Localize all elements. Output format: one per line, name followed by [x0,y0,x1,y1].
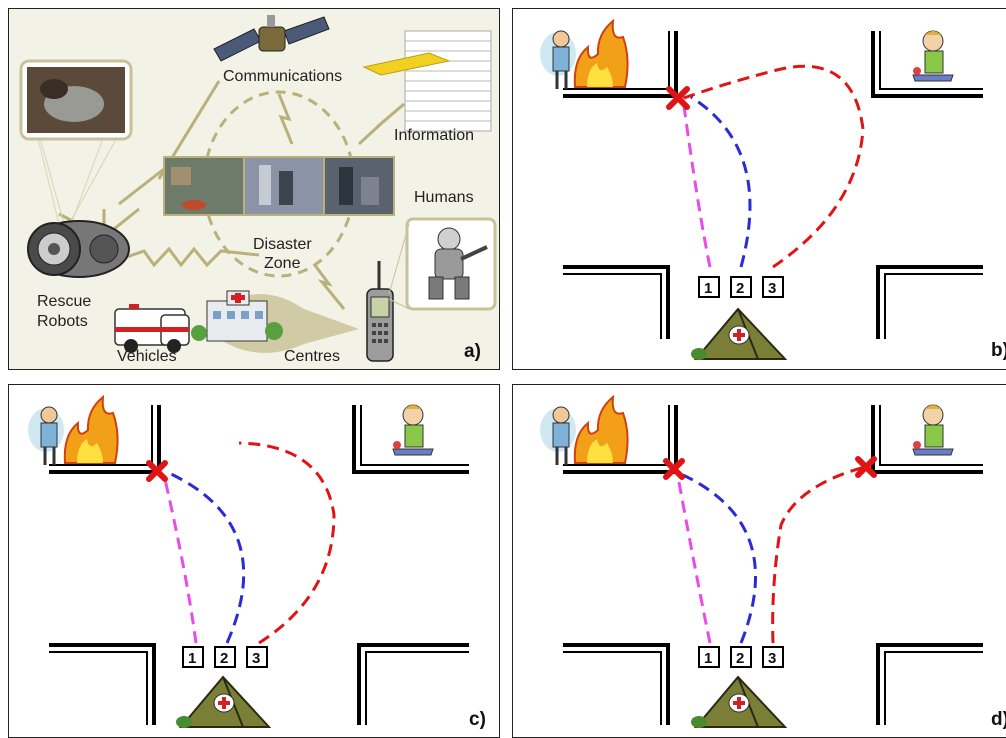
fire-icon [63,394,119,464]
injured-person-icon [28,406,64,465]
link-robot-satellite [118,80,221,206]
robot-number-1: 1 [704,650,712,667]
panel-c-label: c) [469,709,486,730]
robot-box-2 [214,646,236,668]
path-robot-3 [771,465,866,644]
medical-tent-icon [176,675,272,728]
disaster-label-line1: Disaster [253,236,312,253]
robot-number-3: 3 [768,650,776,667]
robot-box-2 [730,276,752,298]
robot-box-1 [698,276,720,298]
disaster-label-line2: Zone [264,255,301,272]
path-robot-1 [676,476,712,644]
information-label: Information [394,127,474,144]
path-robot-2 [168,471,246,644]
fire-icon [573,394,629,464]
panel-d-label: d) [991,709,1006,730]
robot-number-2: 2 [736,650,744,667]
robot-box-1 [698,646,720,668]
target-marker-x-1 [663,458,685,480]
path-robot-2 [690,95,752,268]
robot-box-3 [762,276,784,298]
injured-person-icon [540,30,576,89]
injured-person-icon [540,406,576,465]
centres-label: Centres [284,348,340,365]
medical-tent-icon [691,675,788,728]
rescue-robots-label-line1: Rescue [37,293,91,310]
link-satellite-zone [277,93,294,145]
target-marker-x-2 [855,456,877,478]
robot-number-1: 1 [188,650,196,667]
mobile-phone-icon [366,261,394,362]
target-marker-x [146,460,168,482]
child-icon [392,404,434,456]
ambulance-icon [114,304,190,353]
panel-c-scenario: 1 2 3 c) [8,384,500,738]
robot-box-2 [730,646,752,668]
path-robot-3 [238,441,336,645]
child-icon [912,404,954,456]
robot-number-3: 3 [768,280,776,297]
panel-d-scenario: 1 2 3 d) [512,384,1006,738]
link-zone-info [357,102,405,146]
panel-a-label: a) [464,341,481,362]
robot-number-3: 3 [252,650,260,667]
fire-icon [573,18,629,88]
path-robot-2 [682,473,757,644]
hospital-icon [191,290,283,342]
rescue-robots-label-line2: Robots [37,313,88,330]
link-zone-phone [312,263,346,310]
path-robot-1 [162,474,198,644]
medical-tent-icon [691,307,788,360]
panel-b-label: b) [991,340,1006,361]
robot-box-1 [182,646,204,668]
path-robot-1 [681,98,712,268]
robot-box-3 [762,646,784,668]
robot-number-1: 1 [704,280,712,297]
path-robot-3 [680,64,865,269]
disaster-zone-photos [163,156,395,216]
firefighter-icon [428,227,488,300]
communications-label: Communications [223,68,342,85]
walls-c [49,405,469,725]
robot-number-2: 2 [736,280,744,297]
link-robot-zone [120,246,260,268]
child-icon [912,30,954,82]
information-stack-icon [362,30,492,132]
satellite-icon [213,15,330,62]
target-marker-x [666,86,690,110]
panel-a-disaster-overview: Communications Information Humans Disast… [8,8,500,370]
panel-b-scenario: 1 2 3 b) [512,8,1006,370]
vehicles-label: Vehicles [117,348,177,365]
rescue-robot-icon [27,220,130,278]
robot-number-2: 2 [220,650,228,667]
robot-box-3 [246,646,268,668]
humans-label: Humans [414,189,474,206]
